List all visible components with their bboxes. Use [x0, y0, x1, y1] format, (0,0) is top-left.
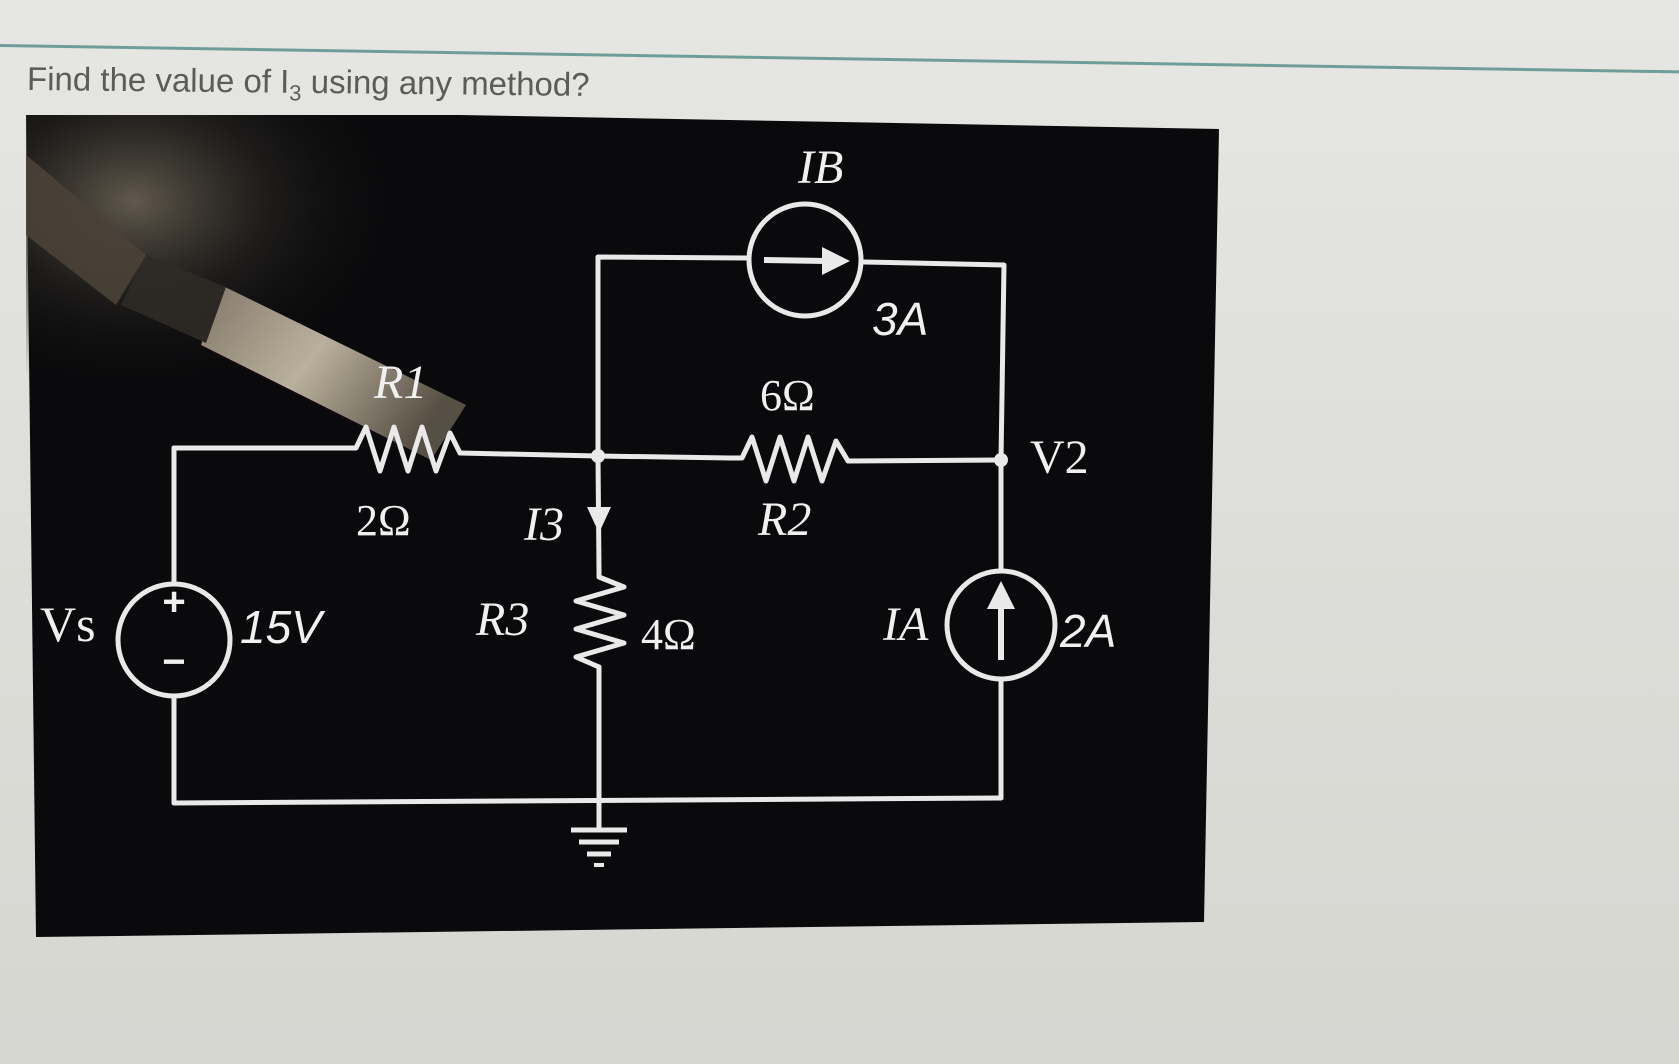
ia-value-label: 2A: [1059, 605, 1116, 657]
ground-icon: [571, 827, 627, 867]
circuit-svg: + − Vs 15: [26, 115, 1219, 937]
node-junction-v2: [994, 453, 1008, 467]
vs-minus-sign: −: [162, 640, 185, 684]
r2-value-label: 6Ω: [760, 371, 815, 420]
v2-label: V2: [1030, 431, 1089, 484]
question-prefix: Find the value of I: [26, 60, 290, 100]
vs-plus-sign: +: [162, 580, 185, 624]
r1-value-label: 2Ω: [356, 496, 411, 545]
voltage-source-vs: + −: [115, 580, 233, 699]
r2-name-label: R2: [757, 493, 811, 546]
question-subscript: 3: [289, 80, 302, 106]
circuit-diagram: + − Vs 15: [26, 115, 1306, 1005]
ib-value-label: 3A: [872, 293, 928, 345]
node-junction-middle: [591, 449, 605, 463]
question-suffix: using any method?: [301, 62, 590, 103]
i3-label: I3: [523, 498, 564, 551]
resistor-r3: [573, 567, 627, 670]
resistor-r1: [339, 424, 463, 474]
r3-value-label: 4Ω: [641, 610, 696, 659]
ib-arrow-shaft: [763, 257, 827, 264]
ia-arrow-head: [987, 581, 1015, 609]
current-source-ia: [944, 568, 1058, 682]
pen-object: [26, 155, 466, 460]
question-text: Find the value of I3 using any method?: [27, 60, 590, 109]
ib-arrow-head: [822, 247, 850, 275]
resistor-r2: [727, 434, 851, 484]
ia-name-label: IA: [882, 598, 929, 651]
current-source-ib: [746, 201, 864, 319]
r1-name-label: R1: [373, 356, 427, 409]
current-i3-arrow: [587, 507, 611, 533]
photo-glare: [26, 115, 626, 535]
vs-value-label: 15V: [240, 601, 326, 653]
r3-name-label: R3: [475, 593, 529, 646]
ib-name-label: IB: [797, 141, 843, 194]
vs-label: Vs: [40, 596, 96, 652]
